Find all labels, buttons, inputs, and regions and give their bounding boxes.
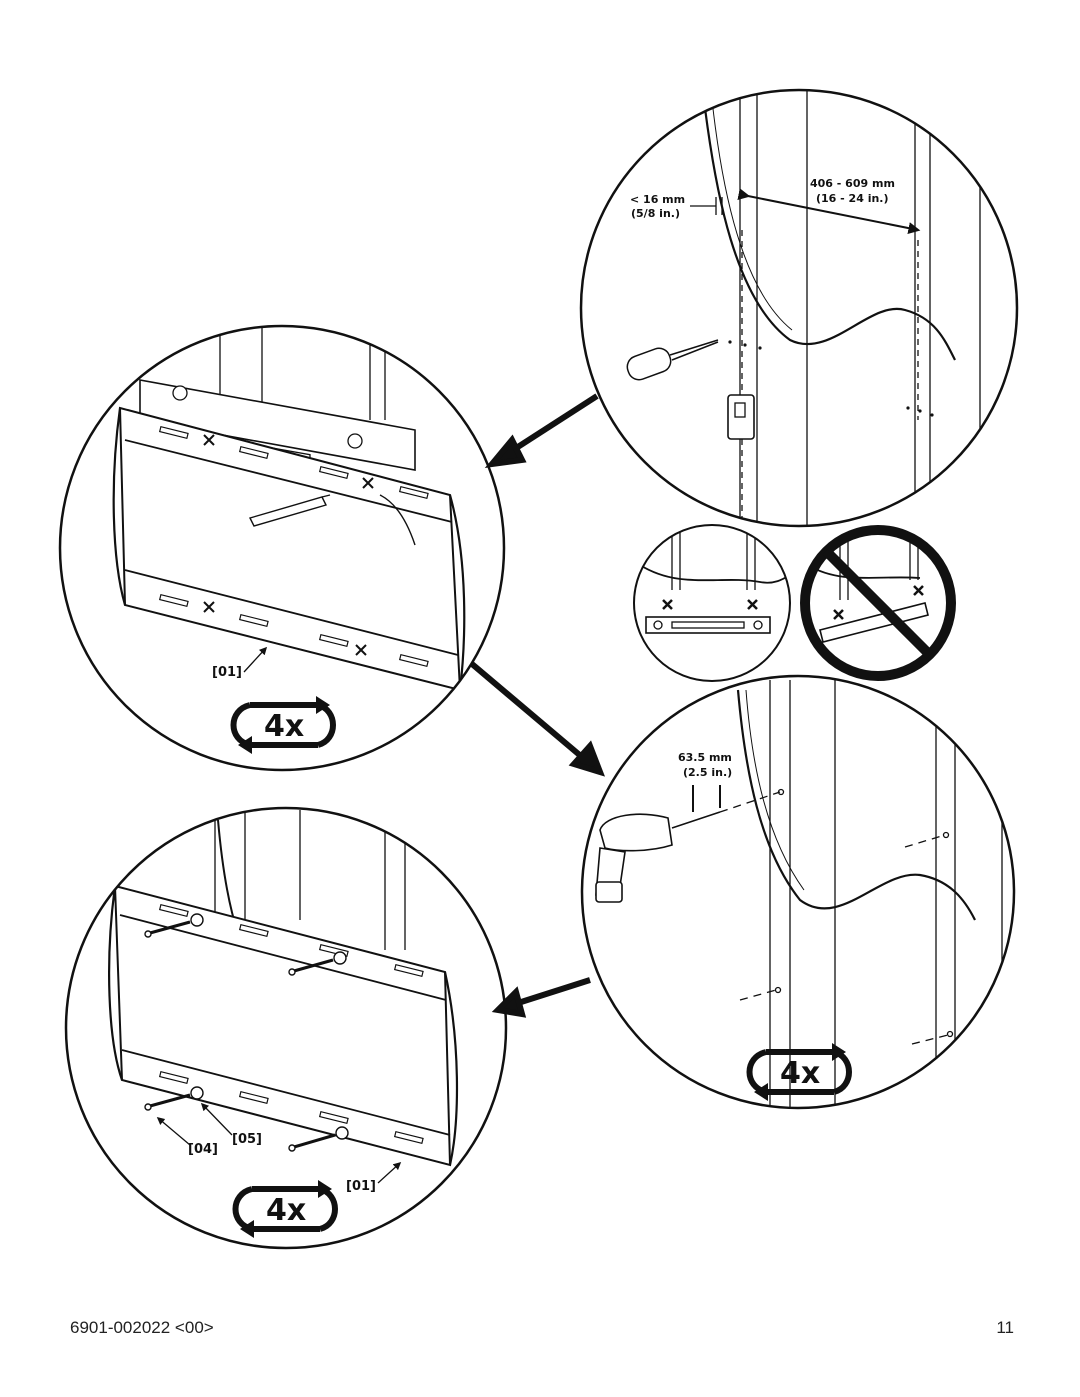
arrow-step1-to-step2 xyxy=(508,393,599,455)
step-flow-arrows xyxy=(470,393,606,1018)
page-number: 11 xyxy=(996,1318,1014,1337)
correct-level-example xyxy=(633,524,791,682)
part-04-label: [04] xyxy=(188,1142,218,1157)
repeat-cycle-icon xyxy=(746,1043,852,1101)
drill-depth-mm: 63.5 mm xyxy=(678,751,732,764)
stud-location-detail: < 16 mm (5/8 in.) 406 - 609 mm (16 - 24 … xyxy=(579,88,1019,528)
stud-offset-mm: < 16 mm xyxy=(630,193,685,206)
bracket-bolting-detail: [04] [05] [01] 4x xyxy=(64,806,508,1250)
part-01-label: [01] xyxy=(346,1179,376,1194)
repeat-count-bolt: 4x xyxy=(266,1193,306,1228)
repeat-count-drill: 4x xyxy=(780,1056,820,1091)
document-number: 6901-002022 <00> xyxy=(70,1318,214,1337)
drill-depth-in: (2.5 in.) xyxy=(683,766,732,779)
stud-spacing-mm: 406 - 609 mm xyxy=(810,177,895,190)
part-01-label: [01] xyxy=(212,665,242,680)
incorrect-level-example xyxy=(800,525,956,681)
prohibited-icon xyxy=(800,525,956,681)
arrow-step2-to-step3 xyxy=(470,661,584,760)
repeat-count-mark: 4x xyxy=(264,709,304,744)
stud-spacing-in: (16 - 24 in.) xyxy=(816,192,889,205)
pilot-hole-drilling-detail: 63.5 mm (2.5 in.) 4x xyxy=(580,674,1016,1110)
bracket-marking-detail: [01] 4x xyxy=(58,324,506,772)
arrow-step3-to-step4 xyxy=(517,977,591,1006)
repeat-cycle-icon xyxy=(230,696,336,754)
stud-offset-in: (5/8 in.) xyxy=(631,207,680,220)
part-05-label: [05] xyxy=(232,1132,262,1147)
repeat-cycle-icon xyxy=(232,1180,338,1238)
